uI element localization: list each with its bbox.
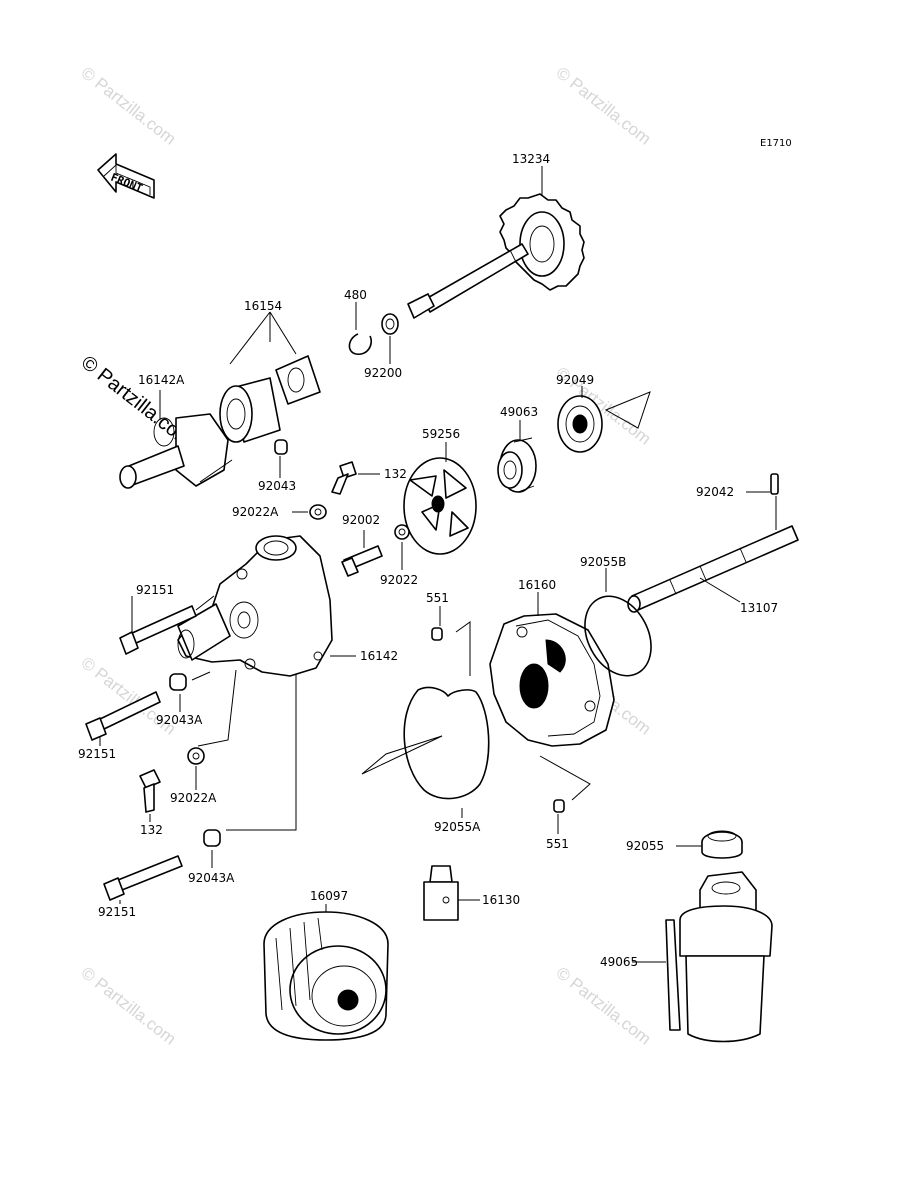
- label-92022: 92022: [380, 573, 418, 587]
- label-92151-b: 92151: [78, 747, 116, 761]
- watermark-1: © Partzilla.com: [78, 63, 180, 149]
- dowel-551-top: [431, 627, 443, 641]
- label-16097: 16097: [310, 889, 348, 903]
- label-132-top: 132: [384, 467, 407, 481]
- washer-92022A-top: [309, 504, 327, 520]
- label-16130: 16130: [482, 893, 520, 907]
- watermark-7: © Partzilla.com: [553, 963, 655, 1049]
- o-ring-92055: [701, 830, 743, 859]
- label-480: 480: [344, 288, 367, 302]
- mechanical-seal-49063: [497, 437, 537, 493]
- label-16142: 16142: [360, 649, 398, 663]
- washer-92022A-bottom: [187, 747, 205, 765]
- label-92043A-top: 92043A: [156, 713, 203, 727]
- label-551-top: 551: [426, 591, 449, 605]
- label-16154: 16154: [244, 299, 282, 313]
- pin-92042: [770, 473, 779, 495]
- o-ring-92055B: [584, 595, 652, 677]
- dowel-551-bottom: [553, 799, 565, 813]
- watermark-6: © Partzilla.com: [78, 963, 180, 1049]
- washer-92022: [394, 524, 410, 540]
- bolt-92151-a: [119, 605, 197, 655]
- front-arrow-icon: FRONT: [97, 153, 155, 199]
- water-pump-cover-16160: [489, 613, 615, 747]
- bolt-92151-b: [85, 691, 161, 741]
- label-92042: 92042: [696, 485, 734, 499]
- label-92002: 92002: [342, 513, 380, 527]
- filter-tool-49065: [665, 871, 773, 1043]
- washer-92200: [381, 313, 399, 335]
- dowel-92043A-bottom: [203, 829, 221, 847]
- diagram-code: E1710: [760, 138, 792, 149]
- dowel-92043-top: [274, 439, 288, 455]
- oil-pump-rotor-16154: [219, 355, 321, 443]
- bolt-92002: [341, 545, 383, 577]
- label-92151-a: 92151: [136, 583, 174, 597]
- circlip-480: [348, 333, 372, 355]
- oil-filter-16097: [263, 911, 389, 1041]
- oil-pump-body-16142A: [119, 413, 229, 489]
- label-132-bottom: 132: [140, 823, 163, 837]
- label-16142A: 16142A: [138, 373, 185, 387]
- label-92022A-bottom: 92022A: [170, 791, 217, 805]
- label-49065: 49065: [600, 955, 638, 969]
- label-92151-c: 92151: [98, 905, 136, 919]
- label-92055A: 92055A: [434, 820, 481, 834]
- fitting-16130: [423, 865, 459, 921]
- oil-seal-92049: [557, 395, 603, 453]
- label-49063: 49063: [500, 405, 538, 419]
- label-92043A-bottom: 92043A: [188, 871, 235, 885]
- impeller-59256: [403, 457, 477, 555]
- pump-shaft-13107: [627, 525, 799, 613]
- o-ring-92055A: [403, 686, 490, 800]
- dowel-92043A-top: [169, 673, 187, 691]
- bolt-132-top: [331, 461, 357, 495]
- label-59256: 59256: [422, 427, 460, 441]
- label-92043-top: 92043: [258, 479, 296, 493]
- label-551-bottom: 551: [546, 837, 569, 851]
- bolt-92151-c: [103, 855, 183, 901]
- label-92200: 92200: [364, 366, 402, 380]
- label-92022A-top: 92022A: [232, 505, 279, 519]
- label-13234: 13234: [512, 152, 550, 166]
- bolt-132-bottom: [139, 769, 161, 813]
- label-92055: 92055: [626, 839, 664, 853]
- label-92049: 92049: [556, 373, 594, 387]
- label-13107: 13107: [740, 601, 778, 615]
- water-pump-housing-16142: [177, 535, 333, 677]
- watermark-2: © Partzilla.com: [553, 63, 655, 149]
- pump-shaft-gear: [407, 193, 585, 319]
- label-16160: 16160: [518, 578, 556, 592]
- label-92055B: 92055B: [580, 555, 626, 569]
